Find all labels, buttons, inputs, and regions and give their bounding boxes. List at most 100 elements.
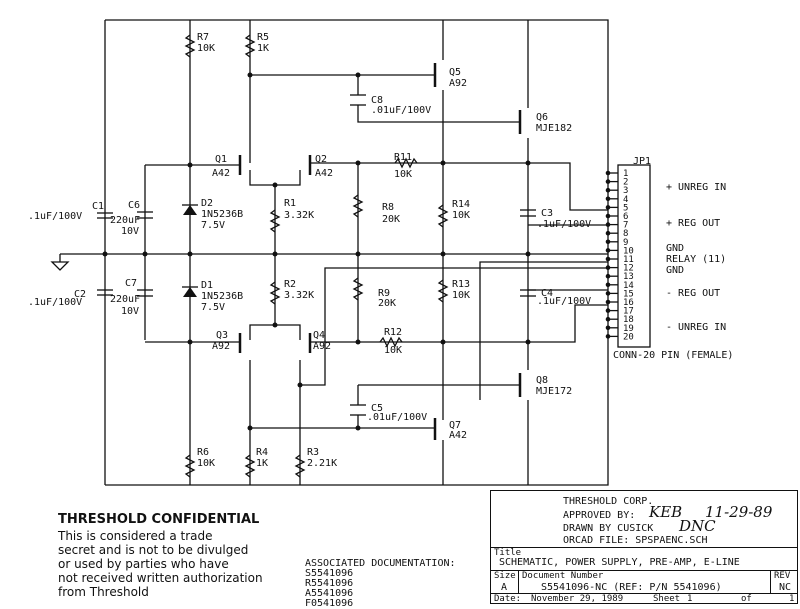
c7-ref: C7 [125, 278, 137, 289]
r2-ref: R2 [284, 279, 296, 290]
connector-pin-number: 2 [623, 178, 628, 188]
document-number: S5541096-NC (REF: P/N 5541096) [541, 582, 722, 593]
c1-ref: C1 [92, 201, 104, 212]
label-reg-out-pos: + REG OUT [666, 218, 720, 229]
orcad-file: ORCAD FILE: SPSPAENC.SCH [563, 535, 708, 546]
label-gnd-2: GND [666, 265, 684, 276]
q2-ref: Q2 [315, 154, 327, 165]
c4-value: .1uF/100V [537, 296, 591, 307]
connector-pin-number: 9 [623, 238, 628, 248]
r11-value: 10K [394, 169, 412, 180]
drawn-by: DRAWN BY CUSICK [563, 523, 654, 534]
c4-ref: C4 [541, 288, 553, 299]
label-reg-out-neg: - REG OUT [666, 288, 720, 299]
connector-pin-number: 8 [623, 229, 628, 239]
c6-ref: C6 [128, 200, 140, 211]
q7-value: A42 [449, 430, 467, 441]
connector-caption: CONN-20 PIN (FEMALE) [613, 350, 733, 361]
c3-ref: C3 [541, 208, 553, 219]
connector-pin-number: 7 [623, 221, 628, 231]
r14-ref: R14 [452, 199, 470, 210]
sheet-label: Sheet [653, 594, 681, 604]
q8-ref: Q8 [536, 375, 548, 386]
connector-pin-number: 13 [623, 272, 634, 282]
size-value: A [501, 582, 508, 593]
r12-ref: R12 [384, 327, 402, 338]
c5-value: .01uF/100V [367, 412, 427, 423]
c8-ref: C8 [371, 95, 383, 106]
r8-value: 20K [382, 214, 400, 225]
r4-value: 1K [256, 458, 268, 469]
rev-value: NC [779, 582, 792, 593]
c1-value: .1uF/100V [28, 211, 82, 222]
connector-pin-number: 19 [623, 324, 634, 334]
r1-value: 3.32K [284, 210, 314, 221]
c6-voltage: 10V [121, 226, 139, 237]
wires [60, 19, 609, 486]
c8-value: .01uF/100V [371, 105, 431, 116]
connector-pin-number: 10 [623, 246, 634, 256]
rev-label: REV [774, 571, 791, 581]
confidential-line: or used by parties who have [58, 557, 229, 571]
company-name: THRESHOLD CORP. [563, 496, 654, 507]
connector-labels: JP1 + UNREG IN + REG OUT GND RELAY (11) … [613, 156, 733, 361]
r9-value: 20K [378, 298, 396, 309]
junction-dots [102, 72, 531, 431]
confidential-line: This is considered a trade [58, 529, 213, 543]
schematic-title: SCHEMATIC, POWER SUPPLY, PRE-AMP, E-LINE [499, 557, 740, 568]
associated-doc: A5541096 [305, 588, 354, 599]
d2-ref: D2 [201, 198, 213, 209]
d2-value: 1N5236B [201, 209, 243, 220]
q7-ref: Q7 [449, 420, 461, 431]
zener-diodes [182, 204, 198, 297]
connector-pin-number: 1 [623, 169, 628, 179]
r2-value: 3.32K [284, 290, 314, 301]
q5-ref: Q5 [449, 67, 461, 78]
c7-value: 220uF [110, 294, 140, 305]
r6-ref: R6 [197, 447, 209, 458]
q2-value: A42 [315, 168, 333, 179]
r3-ref: R3 [307, 447, 319, 458]
associated-doc: S5541096 [305, 568, 354, 579]
connector-pin-number: 15 [623, 289, 634, 299]
q3-ref: Q3 [216, 330, 228, 341]
connector-pin-number: 6 [623, 212, 628, 222]
label-relay: RELAY (11) [666, 254, 726, 265]
c7-voltage: 10V [121, 306, 139, 317]
c3-value: .1uF/100V [537, 219, 591, 230]
approved-signature: KEB [649, 503, 683, 521]
connector-pin-number: 14 [623, 281, 634, 291]
r8-ref: R8 [382, 202, 394, 213]
title-block: THRESHOLD CORP. APPROVED BY: KEB 11-29-8… [490, 490, 798, 604]
connector-pin-number: 18 [623, 315, 634, 325]
connector-pin-number: 11 [623, 255, 634, 265]
q3-value: A92 [212, 341, 230, 352]
r3-value: 2.21K [307, 458, 337, 469]
title-label: Title [494, 548, 522, 558]
component-labels: R7 10K R5 1K Q5 A92 C8 .01uF/100V Q6 MJE… [28, 32, 591, 469]
r12-value: 10K [384, 345, 402, 356]
connector-pin-number: 4 [623, 195, 628, 205]
label-unreg-in-pos: + UNREG IN [666, 182, 726, 193]
q1-ref: Q1 [215, 154, 227, 165]
q6-ref: Q6 [536, 112, 548, 123]
r5-ref: R5 [257, 32, 269, 43]
associated-documentation: ASSOCIATED DOCUMENTATION: S5541096 R5541… [305, 559, 456, 609]
date-label: Date: [494, 594, 522, 604]
r4-ref: R4 [256, 447, 268, 458]
d2-voltage: 7.5V [201, 220, 225, 231]
q8-value: MJE172 [536, 386, 572, 397]
date-value: November 29, 1989 [531, 594, 624, 604]
c5-ref: C5 [371, 403, 383, 414]
q4-value: A92 [313, 341, 331, 352]
r5-value: 1K [257, 43, 269, 54]
resistors [184, 34, 449, 478]
confidential-title: THRESHOLD CONFIDENTIAL [58, 512, 260, 527]
r1-ref: R1 [284, 198, 296, 209]
drawn-signature: DNC [679, 517, 716, 535]
r7-ref: R7 [197, 32, 209, 43]
connector-pin-number: 20 [623, 332, 634, 342]
size-label: Size [494, 571, 516, 581]
